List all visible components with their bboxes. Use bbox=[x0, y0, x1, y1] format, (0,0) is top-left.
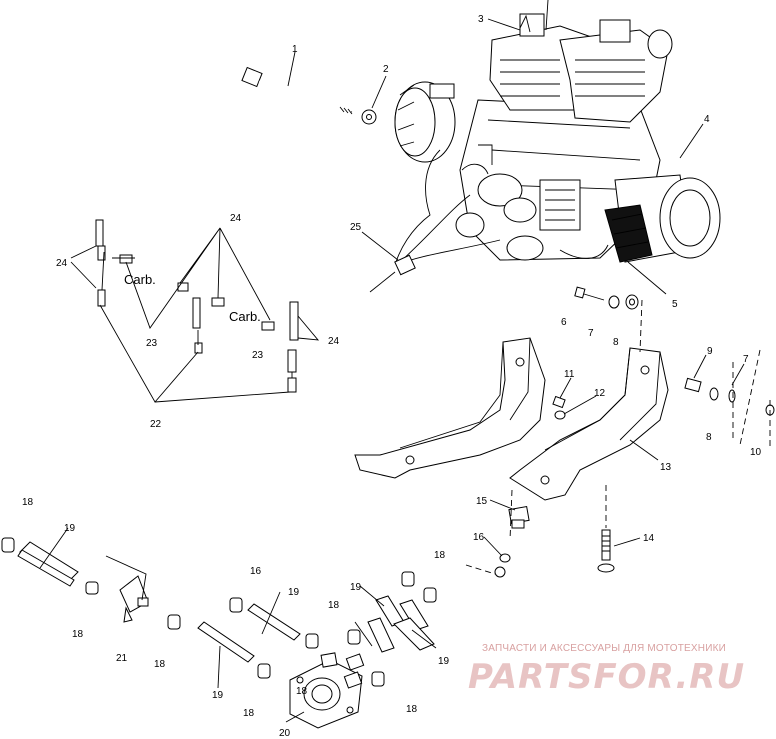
thermostat-housing bbox=[289, 652, 365, 729]
callout-label: 19 bbox=[438, 656, 450, 667]
left-motor-mount bbox=[354, 337, 546, 479]
callout-label: 8 bbox=[613, 337, 619, 348]
engine-bolt bbox=[241, 66, 353, 115]
callout-label: 4 bbox=[704, 114, 710, 125]
callout-label: 19 bbox=[350, 582, 362, 593]
pto-cover bbox=[604, 174, 721, 263]
callout-label: 16 bbox=[250, 566, 262, 577]
callout-label: 18 bbox=[243, 708, 255, 719]
callout-label: 10 bbox=[750, 447, 762, 458]
callout-label: 18 bbox=[72, 629, 84, 640]
callout-label: 13 bbox=[660, 462, 672, 473]
coolant-hoses bbox=[1, 537, 437, 729]
callout-label: 7 bbox=[588, 328, 594, 339]
callout-label: 18 bbox=[154, 659, 166, 670]
engine-assembly bbox=[241, 0, 721, 293]
callout-label: 18 bbox=[406, 704, 418, 715]
watermark: ЗАПЧАСТИ И АКСЕССУАРЫ ДЛЯ МОТОТЕХНИКИ PA… bbox=[468, 643, 745, 697]
callout-label: 24 bbox=[56, 258, 68, 269]
callout-label: 3 bbox=[478, 14, 484, 25]
callout-label: 25 bbox=[350, 222, 362, 233]
callout-label: 18 bbox=[296, 686, 308, 697]
callout-label: 22 bbox=[150, 419, 162, 430]
callout-label: 12 bbox=[594, 388, 606, 399]
vent-tube-group bbox=[70, 219, 320, 403]
callout-label: 24 bbox=[230, 213, 242, 224]
callout-label: 11 bbox=[564, 369, 575, 380]
mount-hardware bbox=[465, 286, 775, 578]
callout-label: 21 bbox=[116, 653, 128, 664]
callout-label: 20 bbox=[279, 728, 291, 739]
callout-label: 19 bbox=[64, 523, 76, 534]
callout-label: 18 bbox=[328, 600, 340, 611]
leader-lines bbox=[39, 18, 745, 723]
carb-label: Carb. bbox=[229, 309, 261, 324]
callout-label: 15 bbox=[476, 496, 488, 507]
callout-label: 24 bbox=[328, 336, 340, 347]
recoil-housing bbox=[394, 81, 456, 163]
callout-label: 14 bbox=[643, 533, 655, 544]
callout-label: 9 bbox=[707, 346, 713, 357]
callout-label: 8 bbox=[706, 432, 712, 443]
right-motor-mount bbox=[509, 347, 669, 501]
watermark-caption: ЗАПЧАСТИ И АКСЕССУАРЫ ДЛЯ МОТОТЕХНИКИ bbox=[482, 643, 726, 654]
callout-label: 2 bbox=[383, 64, 389, 75]
wiring-harness bbox=[369, 149, 609, 293]
callout-label: 23 bbox=[252, 350, 264, 361]
callout-label: 5 bbox=[672, 299, 678, 310]
callout-label: 19 bbox=[288, 587, 300, 598]
callout-label: 7 bbox=[743, 354, 749, 365]
callout-label: 18 bbox=[22, 497, 34, 508]
callout-label: 16 bbox=[473, 532, 485, 543]
watermark-brand: PARTSFOR.RU bbox=[468, 657, 745, 697]
callout-label: 19 bbox=[212, 690, 224, 701]
carb-label: Carb. bbox=[124, 272, 156, 287]
callout-label: 1 bbox=[292, 44, 298, 55]
callout-labels: 1 2 3 4 5 6 7 8 9 7 8 10 11 12 13 14 15 … bbox=[22, 14, 762, 739]
callout-label: 23 bbox=[146, 338, 158, 349]
callout-label: 6 bbox=[561, 317, 567, 328]
callout-label: 18 bbox=[434, 550, 446, 561]
